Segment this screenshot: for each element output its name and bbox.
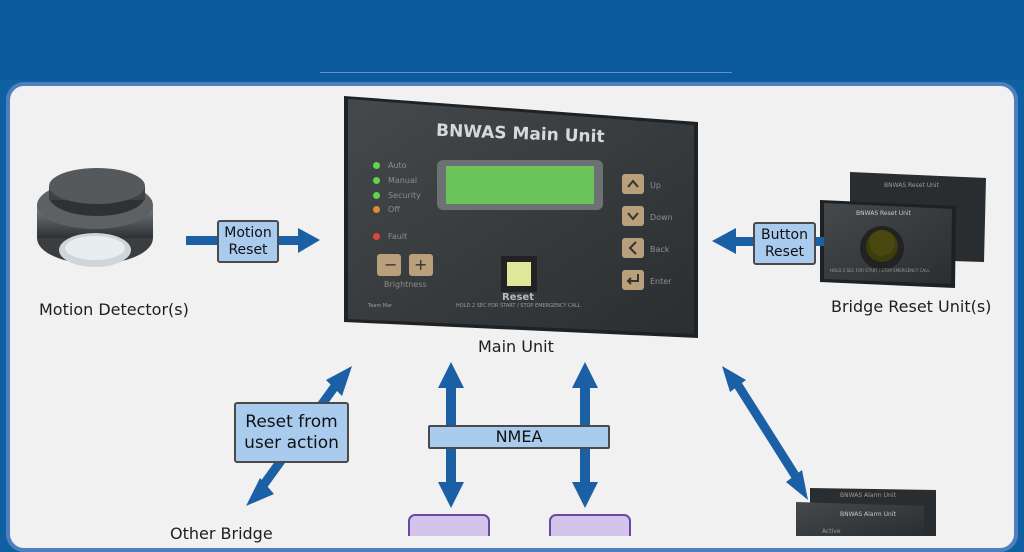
other-bridge-label: Other Bridge: [170, 524, 273, 543]
reset-user-action-box: Reset from user action: [234, 402, 349, 463]
led-label-manual: Manual: [388, 176, 418, 185]
reset-unit-hold-text: HOLD 2 SEC FOR START / STOP EMERGENCY CA…: [830, 268, 930, 273]
alarm-unit-device: [796, 488, 936, 536]
brightness-label: Brightness: [384, 280, 427, 289]
led-off-icon: [373, 206, 380, 213]
reset-unit-back-title: BNWAS Reset Unit: [884, 182, 939, 189]
motion-reset-text: Motion Reset: [224, 224, 272, 258]
reset-button-label[interactable]: Reset: [502, 292, 534, 303]
bridge-reset-unit-device: [820, 172, 986, 288]
main-unit-label: Main Unit: [478, 337, 554, 356]
bottom-device-box-2: [549, 514, 631, 536]
nav-enter-label: Enter: [650, 277, 672, 286]
button-reset-text: Button Reset: [761, 226, 808, 260]
alarm-unit-front-title: BNWAS Alarm Unit: [840, 511, 896, 518]
brightness-minus-button[interactable]: −: [384, 255, 398, 274]
brand-logo: Team Mar: [368, 303, 393, 309]
brightness-plus-button[interactable]: +: [414, 255, 428, 274]
led-label-auto: Auto: [388, 161, 407, 170]
bottom-device-box-1: [408, 514, 490, 536]
led-auto-icon: [373, 162, 380, 169]
led-label-fault: Fault: [388, 232, 408, 241]
header-band: [0, 0, 1024, 80]
motion-detector-icon: [37, 168, 153, 267]
alarm-unit-back-title: BNWAS Alarm Unit: [840, 492, 896, 499]
led-security-icon: [373, 192, 380, 199]
led-fault-icon: [373, 233, 380, 240]
bridge-reset-unit-label: Bridge Reset Unit(s): [831, 297, 992, 316]
nmea-box: NMEA: [428, 425, 610, 449]
nav-up-label: Up: [650, 181, 661, 190]
nav-down-label: Down: [650, 213, 673, 222]
header-rule: [320, 72, 732, 73]
alarm-unit-active-label: Active: [822, 528, 841, 535]
reset-unit-front-title: BNWAS Reset Unit: [856, 210, 911, 217]
motion-reset-box: Motion Reset: [217, 220, 279, 263]
hold-text: HOLD 2 SEC FOR START / STOP EMERGENCY CA…: [456, 303, 581, 309]
nav-back-label: Back: [650, 245, 670, 254]
motion-detector-label: Motion Detector(s): [39, 300, 189, 319]
led-label-off: Off: [388, 205, 400, 214]
reset-user-action-text: Reset from user action: [244, 412, 339, 453]
led-label-security: Security: [388, 191, 421, 200]
main-unit-device: [344, 96, 698, 338]
led-manual-icon: [373, 177, 380, 184]
nmea-text: NMEA: [495, 427, 543, 447]
button-reset-box: Button Reset: [753, 222, 816, 265]
diagram-graphics: [37, 96, 986, 536]
